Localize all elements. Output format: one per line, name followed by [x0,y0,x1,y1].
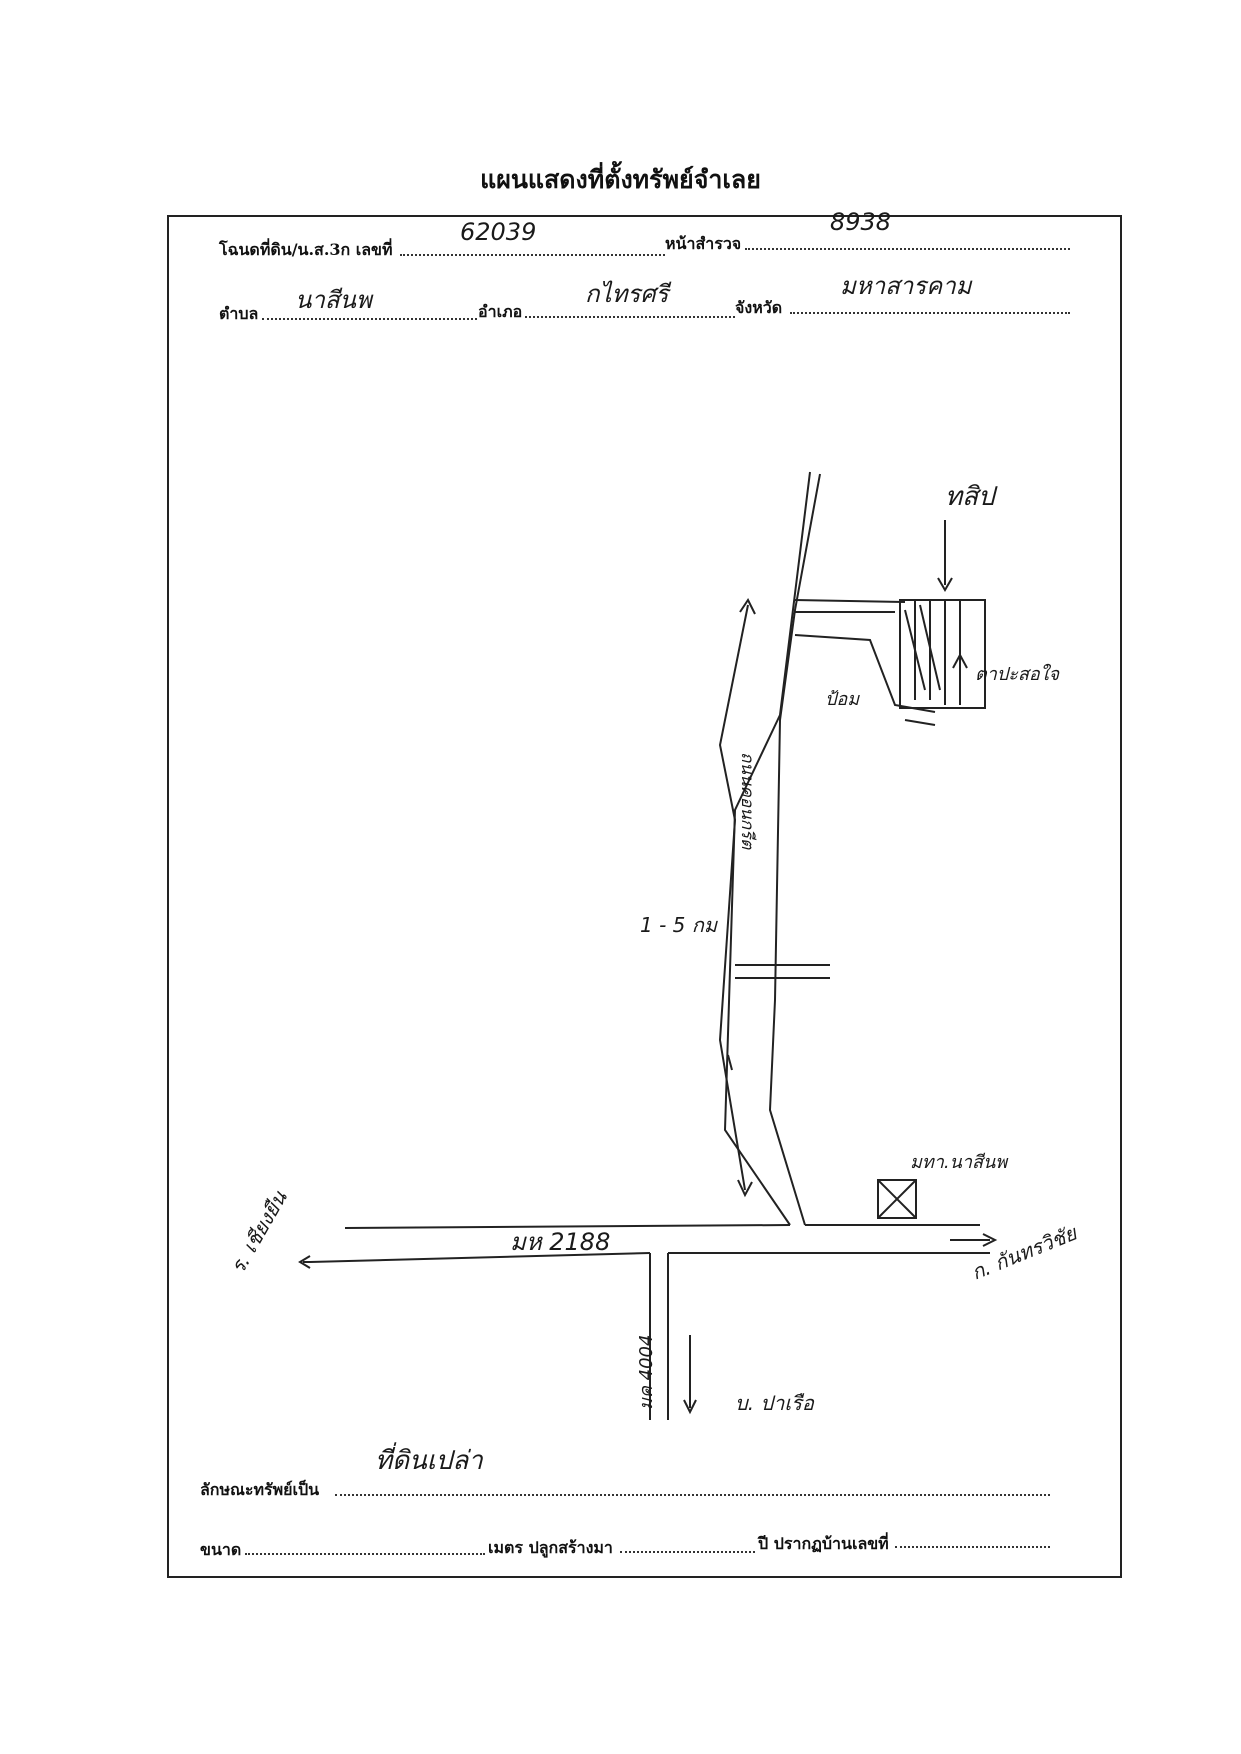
deed-number: 62039 [460,218,537,246]
house-number-dots [895,1546,1050,1548]
distance-label: 1 - 5 กม [640,913,719,937]
subdistrict-value: นาสีนพ [295,286,372,314]
deed-label: โฉนดที่ดิน/น.ส.3ก เลขที่ [219,240,393,259]
south-arrow-head [683,1399,697,1415]
subdistrict-dots [262,318,477,320]
distance-line [718,604,749,1191]
size-label: ขนาด [200,1540,242,1559]
east-arrow-head [982,1233,998,1247]
province-value: มหาสารคาม [840,272,972,300]
built-years-dots [620,1551,755,1553]
property-value: ที่ดินเปล่า [375,1446,483,1476]
survey-page-number: 8938 [830,208,892,236]
property-dots [335,1494,1050,1496]
district-label: อำเภอ [478,302,523,321]
west-arrow-head [298,1255,311,1269]
district-dots [525,316,735,318]
side-road-left-edge [723,471,811,1226]
south-road-label: มค 4004 [636,1335,657,1410]
highway-bottom-edge-left [309,1252,651,1263]
deed-dots [400,254,665,256]
house-number-label: ปี ปรากฏบ้านเลขที่ [758,1534,889,1553]
province-dots [790,312,1070,314]
east-upper-label: ตาปะสอใจ [975,663,1060,685]
side-road-right-edge [768,473,821,1226]
west-direction-label: ร. เชียงยืน [226,1186,293,1278]
property-hatch [904,600,961,705]
property-lot [899,599,986,709]
property-access-top [794,599,906,603]
highway-top-edge [344,1224,791,1229]
main-road-label: มห 2188 [510,1228,610,1256]
north-label: ทสิป [945,482,998,512]
size-dots [245,1553,485,1555]
meters-label: เมตร ปลูกสร้างมา [488,1538,613,1557]
province-label: จังหวัด [735,298,783,317]
map-frame [167,215,1122,1578]
property-label: ลักษณะทรัพย์เป็น [200,1480,320,1499]
land-marker-label: ป้อม [825,689,860,710]
district-value: กไทรศรี [585,280,669,308]
side-road-label: ถนนคอนกรีต [737,752,757,850]
subdistrict-label: ตำบล [219,304,259,323]
temple-label: มทา.นาสีนพ [910,1152,1009,1173]
survey-page-dots [745,248,1070,250]
document-title: แผนแสดงที่ตั้งทรัพย์จำเลย [480,165,761,194]
north-arrow-head [937,577,953,592]
south-direction-label: บ. ปาเรือ [735,1391,815,1415]
temple-symbol [877,1179,917,1219]
survey-page-label: หน้าสำรวจ [665,234,742,253]
